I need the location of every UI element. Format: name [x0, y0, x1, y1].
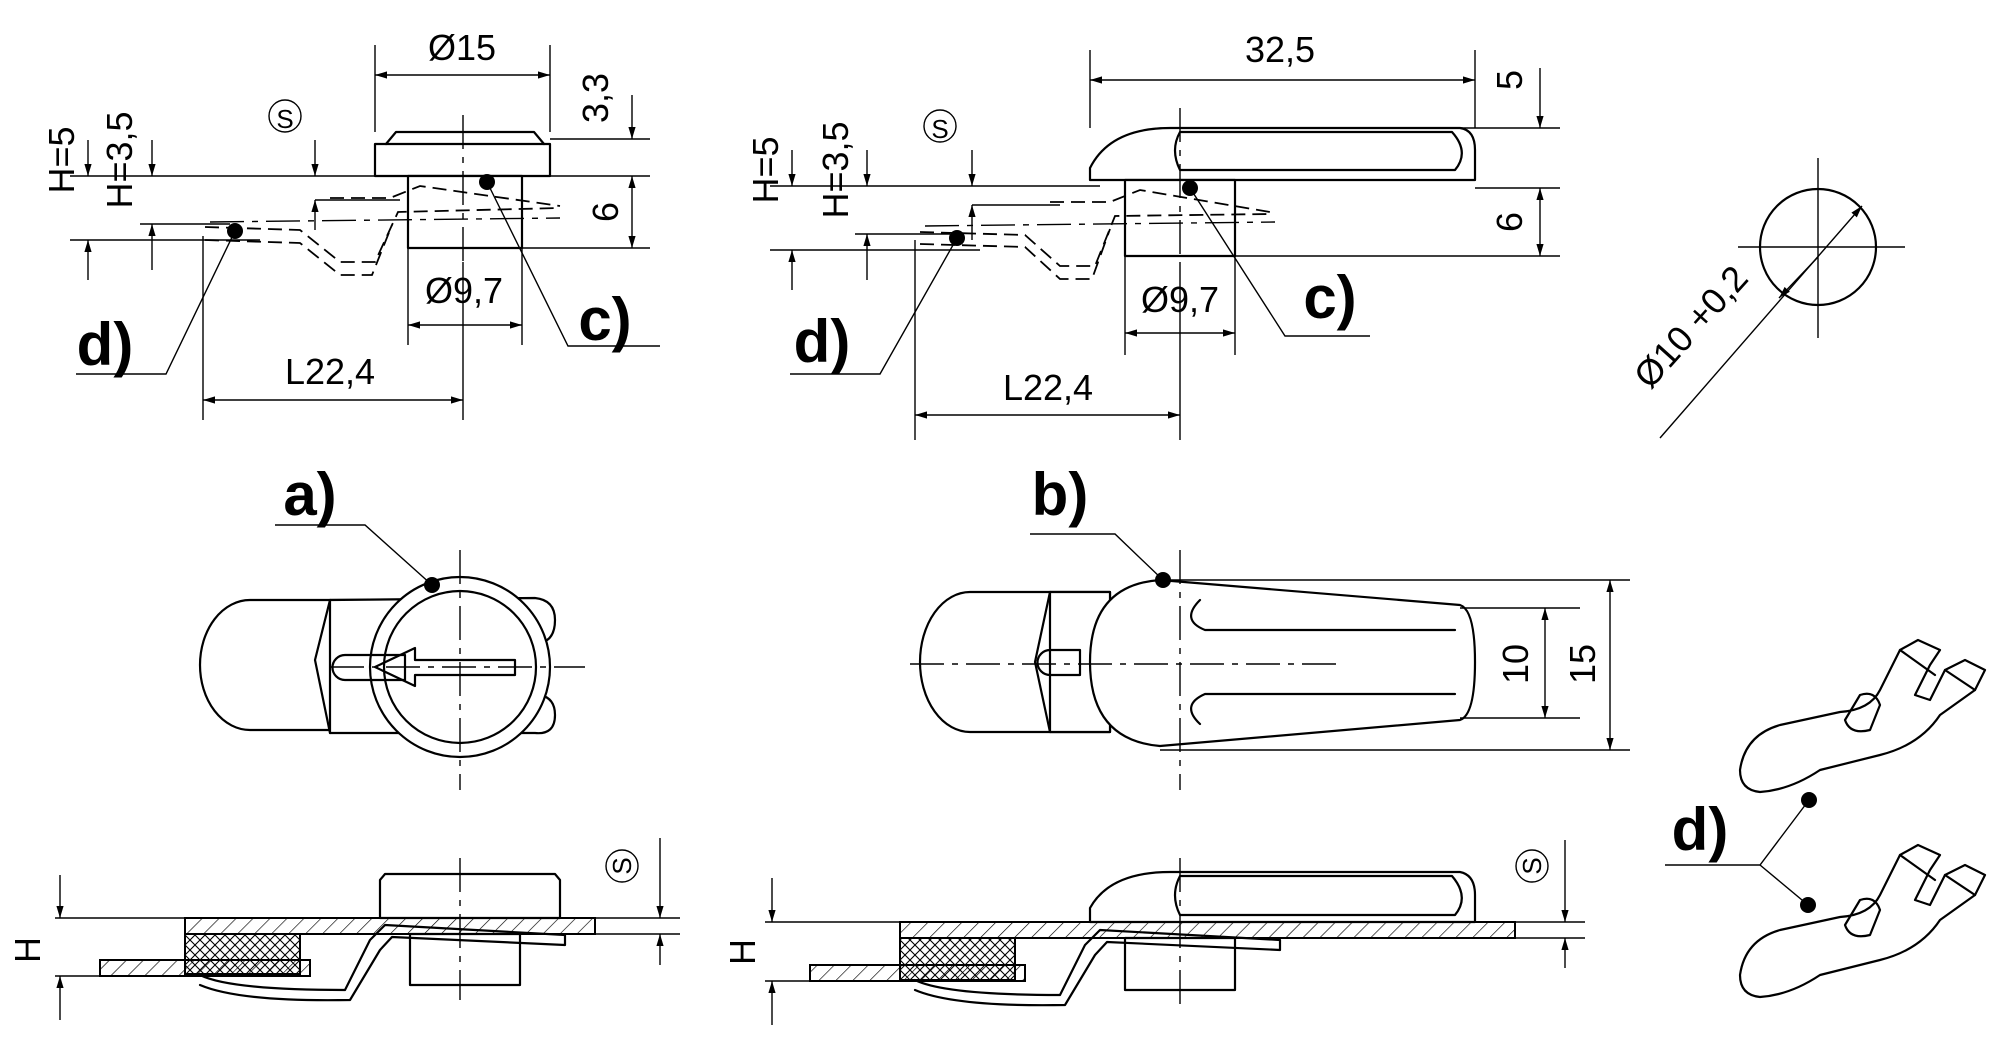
callout-c-view-b: c): [1303, 264, 1356, 331]
view-b-width-inner: 10: [1495, 644, 1536, 684]
view-b-s-symbol: S: [931, 114, 948, 144]
callout-b: b): [1032, 461, 1089, 528]
top-view-a: a): [198, 461, 585, 790]
spring-parts: d): [1665, 638, 1987, 999]
view-a-h35: H=3,5: [99, 111, 140, 208]
view-a-h5: H=5: [41, 126, 82, 193]
view-a-s-symbol: S: [276, 104, 293, 134]
view-a-dia-body: Ø9,7: [425, 270, 503, 311]
view-a-height-head: 3,3: [575, 73, 616, 123]
section-a: H S: [7, 838, 680, 1020]
section-a-s: S: [607, 857, 637, 874]
view-a-dim-texts: Ø15 3,3 6 Ø9,7 L22,4 H=5 H=3,5 S c) d): [41, 27, 632, 392]
section-b-h: H: [722, 939, 763, 965]
view-b-height-body: 6: [1489, 212, 1530, 232]
view-a-dimensions: [70, 45, 660, 420]
hole-detail: Ø10 +0,2: [1626, 158, 1905, 439]
callout-c-view-a: c): [578, 286, 631, 353]
view-b-width-top: 32,5: [1245, 29, 1315, 70]
callout-d-view-b: d): [794, 308, 851, 375]
view-a-length: L22,4: [285, 351, 375, 392]
view-b-length: L22,4: [1003, 367, 1093, 408]
view-b-side: [919, 108, 1477, 280]
view-b-h35: H=3,5: [815, 121, 856, 218]
callout-a: a): [283, 461, 336, 528]
view-a-height-body: 6: [585, 202, 626, 222]
section-a-h: H: [7, 937, 48, 963]
top-view-b: b) 10 15: [910, 461, 1630, 790]
section-b-s: S: [1517, 857, 1547, 874]
view-b-dim-texts: 32,5 5 6 Ø9,7 L22,4 H=5 H=3,5 S c) d): [745, 29, 1530, 408]
callout-d-view-a: d): [77, 311, 134, 378]
view-b-width-outer: 15: [1562, 644, 1603, 684]
view-b-h5: H=5: [745, 136, 786, 203]
callout-d-springs: d): [1672, 796, 1729, 863]
section-b: H S: [722, 840, 1585, 1025]
view-a-side: [204, 115, 561, 276]
view-b-dimensions: [770, 50, 1560, 440]
view-b-height-head: 5: [1489, 70, 1530, 90]
view-a-dia-head: Ø15: [428, 27, 496, 68]
hole-diameter: Ø10 +0,2: [1626, 258, 1756, 396]
view-b-dia-body: Ø9,7: [1141, 279, 1219, 320]
